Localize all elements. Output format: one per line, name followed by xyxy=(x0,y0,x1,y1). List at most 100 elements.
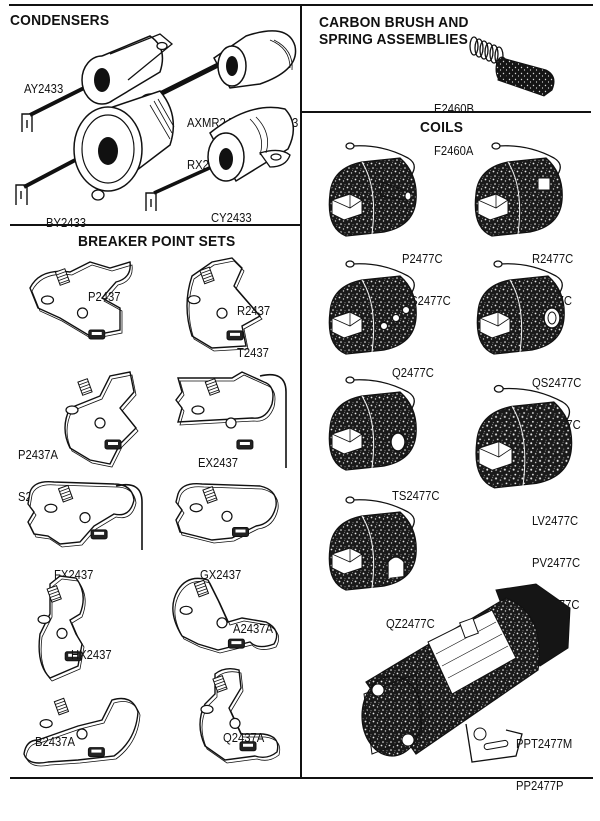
coil-nozzle xyxy=(380,182,408,200)
coil-lv2477c-illustration xyxy=(468,380,578,490)
breaker-a2437a-label: A2437A xyxy=(233,622,274,636)
coil-seam xyxy=(362,396,374,468)
breaker-pivot-hole xyxy=(230,718,240,728)
breaker-pivot-hole xyxy=(77,729,87,739)
carbon-brush-heading-line1: CARBON BRUSH AND xyxy=(319,14,469,31)
breaker-slot xyxy=(192,406,204,414)
breaker-ex2437-illustration xyxy=(172,368,290,468)
coil-p2477c-illustration xyxy=(322,138,422,238)
breaker-slot xyxy=(66,406,78,414)
condenser-ay-label: AY2433 xyxy=(24,82,64,96)
breaker-p2437a-illustration xyxy=(50,368,150,468)
breaker-pivot-hole xyxy=(57,628,67,638)
breaker-lead-wire xyxy=(116,485,142,550)
coil-lead-wire xyxy=(500,264,562,302)
coil-lead-wire xyxy=(352,380,414,418)
breaker-pivot-hole xyxy=(217,308,227,318)
coil-tube-port xyxy=(391,433,405,451)
breaker-r2437-illustration xyxy=(172,256,272,360)
coil-ts2477c-label: TS2477C xyxy=(392,489,440,503)
breaker-points-heading: BREAKER POINT SETS xyxy=(78,233,236,250)
coil-terminal-eye xyxy=(346,143,354,149)
coil-terminal-eye xyxy=(346,377,354,383)
coil-terminal-eye xyxy=(494,261,502,267)
coil-hole xyxy=(393,315,400,322)
coil-terminal-eye xyxy=(492,143,500,149)
coil-qs2477c-illustration xyxy=(470,256,570,356)
coil-hole xyxy=(381,323,388,330)
coil-terminal-eye xyxy=(346,261,354,267)
left-section-divider xyxy=(10,224,301,226)
coil-ts2477c-illustration xyxy=(322,372,422,472)
coil-lead-wire xyxy=(352,500,414,538)
breaker-slot xyxy=(40,720,52,728)
condenser-ay-illustration xyxy=(10,20,170,140)
breaker-hx2437-illustration xyxy=(30,574,94,682)
carbon-brush-heading: CARBON BRUSH AND SPRING ASSEMBLIES xyxy=(319,14,469,48)
column-divider xyxy=(300,4,302,779)
right-section-divider xyxy=(301,111,591,113)
breaker-p2437-illustration xyxy=(20,258,145,358)
carbon-brush-heading-line2: SPRING ASSEMBLIES xyxy=(319,31,469,48)
coil-hole xyxy=(403,307,410,314)
breaker-spring-outline xyxy=(26,702,140,767)
breaker-slot xyxy=(201,705,213,713)
coil-lead-wire xyxy=(498,146,560,184)
breaker-plate xyxy=(176,372,273,422)
coil-seam xyxy=(512,406,525,485)
condenser-cy-label: CY2433 xyxy=(211,211,252,225)
breaker-gx2437-label: GX2437 xyxy=(200,568,242,582)
coil-arch-port xyxy=(388,557,404,578)
breaker-spring-outline xyxy=(30,485,136,547)
coil-q2477c-illustration xyxy=(322,256,422,356)
coil-q2477c-label: Q2477C xyxy=(392,366,434,380)
breaker-fx2437-illustration xyxy=(24,478,146,550)
coil-qz2477c-illustration xyxy=(322,492,422,592)
condenser-by-illustration xyxy=(10,85,180,215)
breaker-pivot-hole xyxy=(80,513,90,523)
coil-ppt2477m-illustration xyxy=(356,584,572,770)
breaker-slot xyxy=(188,296,200,304)
coil-ppt2477m-label: PPT2477M PP2477P xyxy=(516,737,573,793)
breaker-a2437a-illustration xyxy=(158,570,286,666)
breaker-spring-outline xyxy=(202,672,280,763)
breaker-spring-outline xyxy=(41,579,85,681)
breaker-lead-wire xyxy=(260,375,286,468)
coil-r2477c-illustration xyxy=(468,138,568,238)
breaker-r2437-label: R2437 T2437 xyxy=(237,304,271,360)
condenser-by-label: BY2433 xyxy=(46,216,87,230)
breaker-b2437a-illustration xyxy=(18,690,146,770)
coil-lead-wire xyxy=(352,146,414,184)
breaker-pivot-hole xyxy=(226,418,236,428)
coil-lead-wire xyxy=(501,389,569,431)
coil-ring-port xyxy=(544,308,560,328)
breaker-plate xyxy=(28,482,134,544)
condenser-cy-illustration xyxy=(140,95,300,215)
breaker-slot xyxy=(180,606,192,614)
condensers-heading: CONDENSERS xyxy=(10,12,110,29)
breaker-pivot-hole xyxy=(78,308,88,318)
breaker-ex2437-label: EX2437 xyxy=(198,456,239,470)
breaker-hx2437-label: HX2437 xyxy=(71,648,112,662)
carbon-brush-label: E2460B F2460A xyxy=(434,102,475,158)
coil-seam xyxy=(362,280,374,352)
coil-terminal-eye xyxy=(494,386,503,393)
coil-seam xyxy=(508,162,520,234)
coil-seam xyxy=(510,280,522,352)
coils-heading: COILS xyxy=(420,119,464,136)
breaker-slot xyxy=(38,615,50,623)
coil-square-port xyxy=(538,178,550,190)
breaker-pivot-hole xyxy=(222,511,232,521)
breaker-slot xyxy=(42,296,54,304)
coil-lead-wire xyxy=(352,264,414,302)
breaker-q2437a-illustration xyxy=(185,664,285,772)
coil-seam xyxy=(362,162,374,234)
breaker-pivot-hole xyxy=(95,418,105,428)
breaker-p2437-label: P2437 xyxy=(88,290,121,304)
breaker-spring-outline xyxy=(178,487,278,543)
breaker-q2437a-label: Q2437A xyxy=(223,731,265,745)
breaker-spring-outline xyxy=(189,261,262,351)
breaker-b2437a-label: B2437A xyxy=(35,735,76,749)
coil-seam xyxy=(362,516,374,588)
breaker-pivot-hole xyxy=(217,618,227,628)
